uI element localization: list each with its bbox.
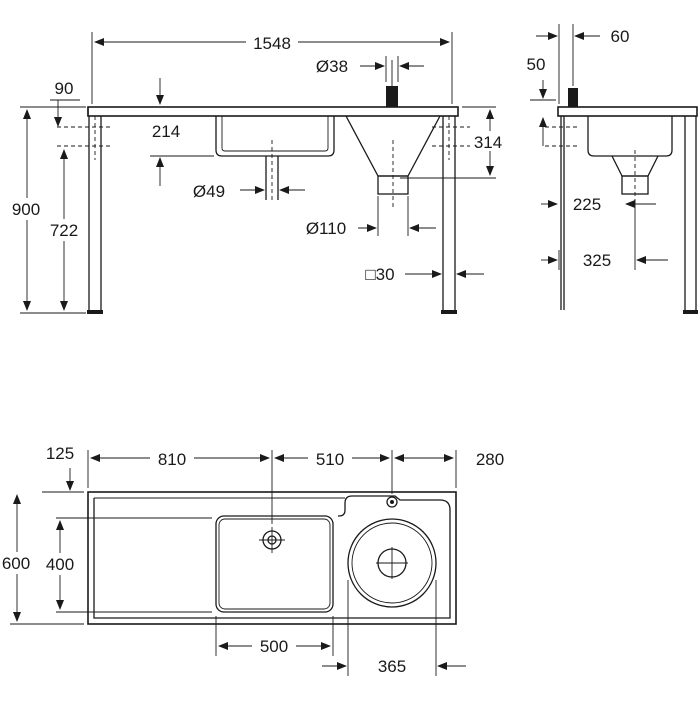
dim-plan-bowl-center: 810 <box>158 450 186 469</box>
front-hopper <box>345 115 441 177</box>
dim-tap-dia: Ø38 <box>316 57 348 76</box>
dim-leg-section: □30 <box>365 265 394 284</box>
side-bowl <box>587 116 673 157</box>
dim-plan-hopper-dia: 365 <box>378 657 406 676</box>
dim-drain-dia: Ø49 <box>193 182 225 201</box>
dim-plan-bowl-length: 400 <box>46 555 74 574</box>
dim-tap-offset: 90 <box>55 79 74 98</box>
front-legs <box>87 116 457 314</box>
dim-side-bowl-width: 325 <box>583 251 611 270</box>
dim-side-bowl-depth: 225 <box>573 195 601 214</box>
side-view <box>545 88 698 314</box>
front-dimensions: 1548 Ø38 90 214 Ø49 900 722 <box>6 32 508 314</box>
dim-hopper-outlet: Ø110 <box>306 219 346 238</box>
side-dimensions: 60 50 225 325 <box>527 24 668 270</box>
dim-leg-height: 722 <box>50 221 78 240</box>
dim-side-tap-setback: 60 <box>611 27 630 46</box>
dim-overall-height: 900 <box>12 200 40 219</box>
front-tap <box>386 86 398 107</box>
front-worktop <box>87 106 459 117</box>
dim-side-tap-height: 50 <box>527 55 546 74</box>
side-tap <box>568 88 578 107</box>
dim-plan-hopper-center: 510 <box>316 450 344 469</box>
plan-bowl <box>215 515 334 613</box>
dim-bowl-depth: 214 <box>152 122 180 141</box>
dim-hopper-depth: 314 <box>474 133 502 152</box>
dim-plan-left-margin: 125 <box>46 444 74 463</box>
dim-plan-bowl-width: 500 <box>260 637 288 656</box>
front-bowl <box>215 116 335 157</box>
dim-plan-right-margin: 280 <box>476 450 504 469</box>
front-view <box>57 60 470 314</box>
plan-tap-hole <box>386 496 398 508</box>
dim-plan-overall-depth: 600 <box>2 554 30 573</box>
side-worktop <box>557 106 698 117</box>
dim-overall-width: 1548 <box>253 34 291 53</box>
plan-dimensions: 810 510 280 125 600 400 500 365 <box>0 444 504 676</box>
plan-hopper <box>347 518 437 608</box>
plan-drainer-edge <box>93 495 451 619</box>
